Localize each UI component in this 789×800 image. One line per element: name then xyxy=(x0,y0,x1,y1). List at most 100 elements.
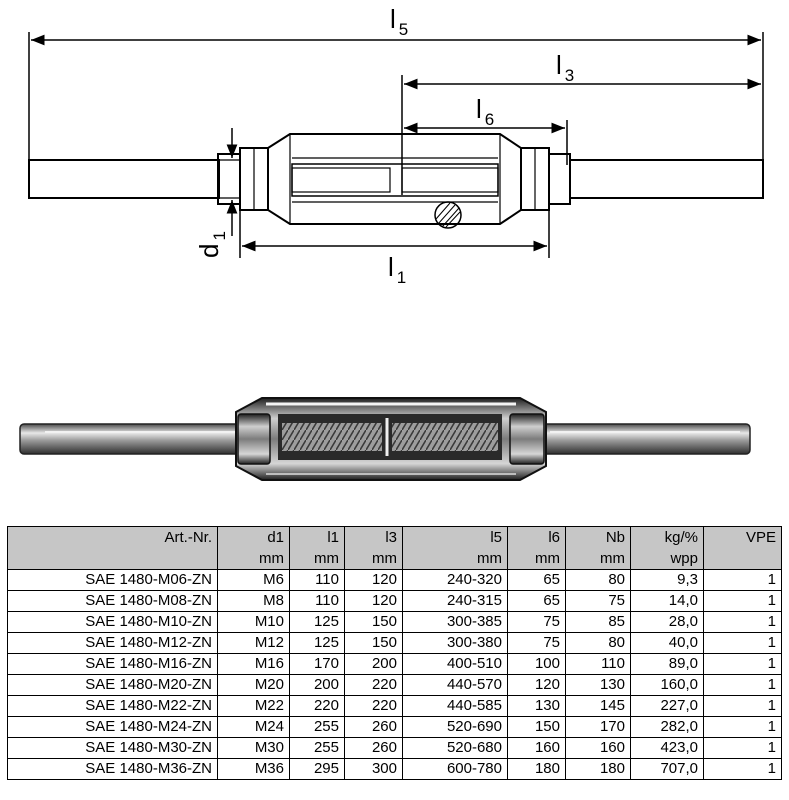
cell-l3: 200 xyxy=(344,653,403,675)
cell-l1: 110 xyxy=(289,590,345,612)
cell-l1: 125 xyxy=(289,632,345,654)
product-photo xyxy=(19,397,751,481)
unit-nb: mm xyxy=(565,548,631,570)
cell-nb: 130 xyxy=(565,674,631,696)
cell-d1: M24 xyxy=(217,716,290,738)
header-row-top: Art.-Nr. d1 l1 l3 l5 l6 Nb kg/% VPE xyxy=(7,526,782,548)
cell-weight: 282,0 xyxy=(630,716,704,738)
unit-l5: mm xyxy=(402,548,508,570)
header-l1: l1 xyxy=(289,526,345,548)
cell-l6: 180 xyxy=(507,758,566,780)
cell-l6: 130 xyxy=(507,695,566,717)
unit-l6: mm xyxy=(507,548,566,570)
header-d1: d1 xyxy=(217,526,290,548)
unit-art-nr xyxy=(7,548,218,570)
cell-l6: 75 xyxy=(507,632,566,654)
cell-l3: 220 xyxy=(344,674,403,696)
cell-nb: 145 xyxy=(565,695,631,717)
cell-art-nr: SAE 1480-M16-ZN xyxy=(7,653,218,675)
cell-vpe: 1 xyxy=(703,716,782,738)
cell-l6: 75 xyxy=(507,611,566,633)
header-nb: Nb xyxy=(565,526,631,548)
cell-nb: 170 xyxy=(565,716,631,738)
label-d1: d1 xyxy=(194,231,229,258)
cell-l3: 150 xyxy=(344,632,403,654)
cell-weight: 40,0 xyxy=(630,632,704,654)
cell-l5: 520-690 xyxy=(402,716,508,738)
cell-l6: 65 xyxy=(507,590,566,612)
cell-art-nr: SAE 1480-M36-ZN xyxy=(7,758,218,780)
cell-vpe: 1 xyxy=(703,674,782,696)
cell-art-nr: SAE 1480-M06-ZN xyxy=(7,569,218,591)
cell-vpe: 1 xyxy=(703,611,782,633)
cell-weight: 28,0 xyxy=(630,611,704,633)
cell-d1: M8 xyxy=(217,590,290,612)
cell-d1: M6 xyxy=(217,569,290,591)
cell-art-nr: SAE 1480-M30-ZN xyxy=(7,737,218,759)
cell-d1: M12 xyxy=(217,632,290,654)
header-row-units: mm mm mm mm mm mm wpp xyxy=(7,548,782,570)
cell-nb: 85 xyxy=(565,611,631,633)
cell-l1: 200 xyxy=(289,674,345,696)
cell-l1: 110 xyxy=(289,569,345,591)
unit-d1: mm xyxy=(217,548,290,570)
cell-weight: 227,0 xyxy=(630,695,704,717)
cell-l1: 295 xyxy=(289,758,345,780)
line-drawing xyxy=(28,32,764,258)
cell-art-nr: SAE 1480-M24-ZN xyxy=(7,716,218,738)
cell-vpe: 1 xyxy=(703,737,782,759)
cell-l5: 240-315 xyxy=(402,590,508,612)
cell-l3: 220 xyxy=(344,695,403,717)
unit-vpe xyxy=(703,548,782,570)
cell-weight: 160,0 xyxy=(630,674,704,696)
cell-l5: 600-780 xyxy=(402,758,508,780)
header-art-nr: Art.-Nr. xyxy=(7,526,218,548)
cell-l3: 120 xyxy=(344,569,403,591)
cross-pin xyxy=(434,201,462,229)
cell-vpe: 1 xyxy=(703,653,782,675)
cell-l3: 300 xyxy=(344,758,403,780)
cell-art-nr: SAE 1480-M08-ZN xyxy=(7,590,218,612)
cell-nb: 80 xyxy=(565,569,631,591)
cell-art-nr: SAE 1480-M20-ZN xyxy=(7,674,218,696)
cell-d1: M10 xyxy=(217,611,290,633)
cell-vpe: 1 xyxy=(703,590,782,612)
cell-l1: 170 xyxy=(289,653,345,675)
header-weight: kg/% xyxy=(630,526,704,548)
cell-l6: 100 xyxy=(507,653,566,675)
header-l3: l3 xyxy=(344,526,403,548)
cell-weight: 423,0 xyxy=(630,737,704,759)
cell-l3: 260 xyxy=(344,737,403,759)
header-vpe: VPE xyxy=(703,526,782,548)
spec-table: Art.-Nr. d1 l1 l3 l5 l6 Nb kg/% VPE mm m… xyxy=(7,526,782,780)
cell-d1: M36 xyxy=(217,758,290,780)
cell-d1: M22 xyxy=(217,695,290,717)
cell-l6: 150 xyxy=(507,716,566,738)
cell-l3: 150 xyxy=(344,611,403,633)
cell-d1: M16 xyxy=(217,653,290,675)
cell-l5: 440-570 xyxy=(402,674,508,696)
cell-nb: 180 xyxy=(565,758,631,780)
cell-art-nr: SAE 1480-M12-ZN xyxy=(7,632,218,654)
cell-l3: 120 xyxy=(344,590,403,612)
cell-art-nr: SAE 1480-M10-ZN xyxy=(7,611,218,633)
unit-weight: wpp xyxy=(630,548,704,570)
unit-l1: mm xyxy=(289,548,345,570)
cell-d1: M20 xyxy=(217,674,290,696)
cell-nb: 80 xyxy=(565,632,631,654)
cell-l1: 255 xyxy=(289,737,345,759)
cell-l6: 65 xyxy=(507,569,566,591)
cell-l5: 520-680 xyxy=(402,737,508,759)
